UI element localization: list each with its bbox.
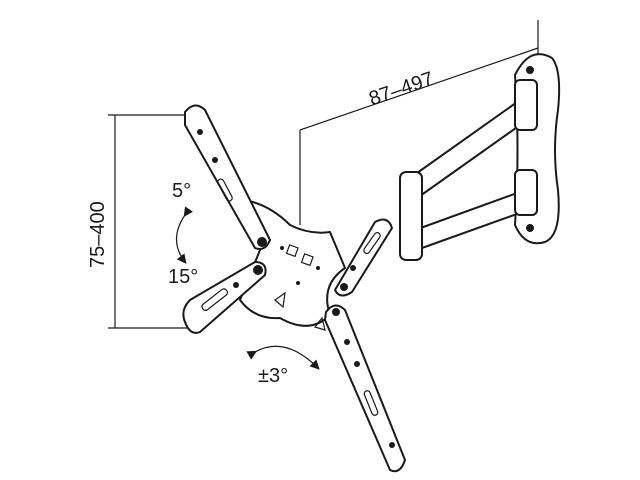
vesa-arm-lower-left (182, 261, 267, 334)
rotation-label: ±3° (258, 365, 288, 387)
vesa-dimension: 75–400 (87, 114, 200, 329)
vesa-arm-right (334, 218, 393, 297)
arm-extension-label: 87–497 (366, 68, 436, 111)
tilt-indicator: 5° 15° (168, 180, 198, 288)
vesa-range-label: 75–400 (87, 201, 109, 268)
vesa-arm-upper-left (184, 104, 271, 250)
swing-arms (399, 79, 538, 261)
tilt-up-label: 5° (172, 180, 191, 202)
rotation-indicator: ±3° (246, 345, 320, 387)
tilt-down-label: 15° (168, 266, 198, 288)
vesa-arm-bottom (324, 304, 406, 473)
